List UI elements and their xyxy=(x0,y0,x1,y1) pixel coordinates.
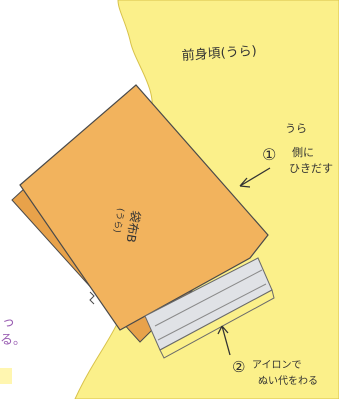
note-1-line-1: うら xyxy=(285,122,307,135)
left-text-line-1: っ xyxy=(2,315,15,330)
yellow-tab xyxy=(0,368,12,384)
left-text-fragment: っ る。 xyxy=(0,315,26,348)
note-1-number: ① xyxy=(262,145,276,164)
title-label: 前身頃(うら) xyxy=(181,43,257,64)
note-2: ② アイロンで ぬい代をわる xyxy=(232,358,318,387)
pocket-bag-b xyxy=(19,84,269,331)
note-1-line-3: ひきだす xyxy=(289,162,333,175)
note-1: ① うら 側に ひきだす xyxy=(262,122,333,175)
pocket-label-group: 袋布B (うら) xyxy=(111,207,143,244)
seam-allowance-inner-line-2 xyxy=(157,283,267,341)
arrow-note-1 xyxy=(239,167,271,188)
note-2-number: ② xyxy=(232,358,245,376)
left-text-line-2: る。 xyxy=(0,333,26,348)
note-2-line-2: ぬい代をわる xyxy=(258,375,318,387)
pocket-label-sub: (うら) xyxy=(111,207,126,234)
fabric-edge-under-strip xyxy=(159,289,275,359)
seam-allowance-inner-line xyxy=(154,269,263,327)
note-1-line-2: 側に xyxy=(292,146,314,159)
stitch-mark xyxy=(89,291,95,305)
pocket-label: 袋布B xyxy=(123,209,142,243)
note-2-line-1: アイロンで xyxy=(252,360,302,371)
arrow-note-2 xyxy=(217,325,231,356)
